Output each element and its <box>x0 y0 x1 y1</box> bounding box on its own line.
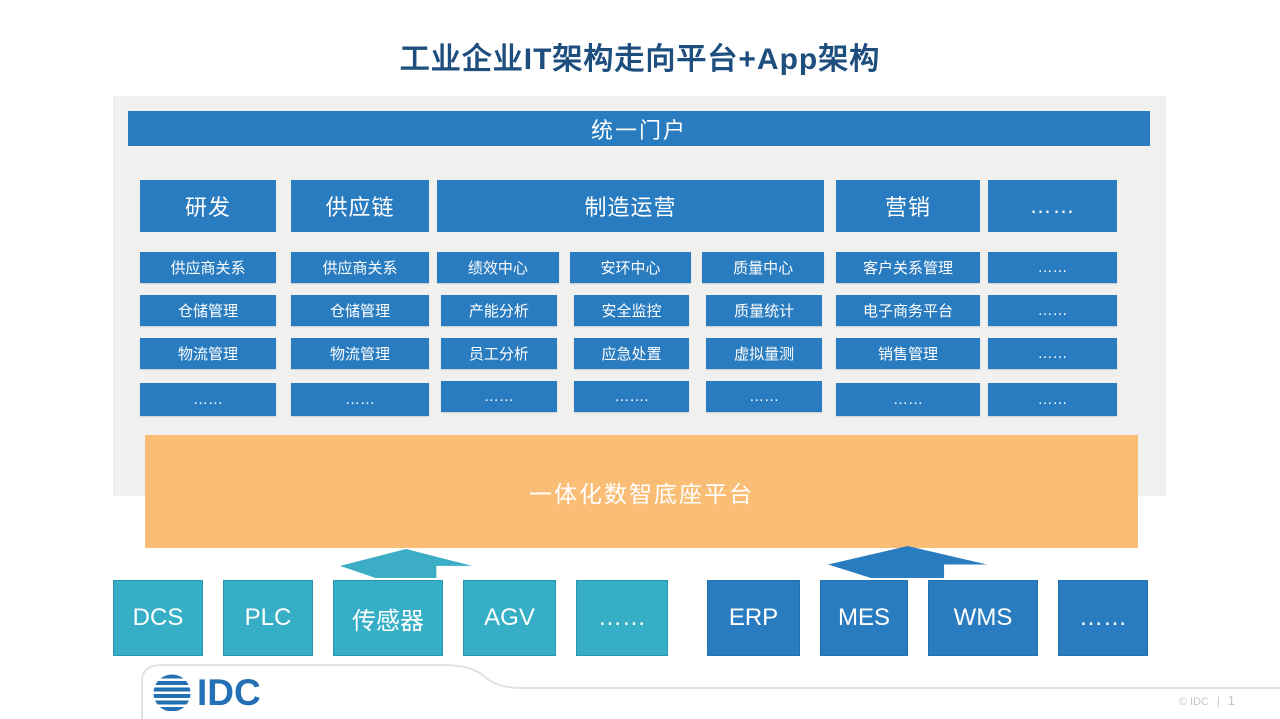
app-box: 产能分析 <box>441 295 557 326</box>
more-items: …… …… …… …… <box>988 252 1117 416</box>
idc-globe-icon <box>153 674 191 711</box>
system-row: DCS PLC 传感器 AGV …… ERP MES WMS …… <box>113 580 1148 656</box>
system-box-mes: MES <box>820 580 908 656</box>
copyright-divider: | <box>1216 696 1220 708</box>
app-box: 物流管理 <box>140 338 276 369</box>
app-box: 仓储管理 <box>140 295 276 326</box>
system-box-plc: PLC <box>223 580 313 656</box>
up-arrow-ot-icon <box>340 549 472 578</box>
column-marketing: 营销 客户关系管理 电子商务平台 销售管理 …… <box>836 180 980 416</box>
idc-logo-text: IDC <box>197 672 261 713</box>
platform-bar: 一体化数智底座平台 <box>145 435 1138 548</box>
system-box-agv: AGV <box>463 580 556 656</box>
app-box: 供应商关系 <box>140 252 276 283</box>
app-box: 质量中心 <box>702 252 825 283</box>
system-box-ot-more: …… <box>576 580 668 656</box>
slide-title: 工业企业IT架构走向平台+App架构 <box>399 43 881 76</box>
app-box: 电子商务平台 <box>836 295 980 326</box>
rd-items: 供应商关系 仓储管理 物流管理 …… <box>140 252 276 416</box>
system-box-wms: WMS <box>928 580 1038 656</box>
app-columns: 研发 供应商关系 仓储管理 物流管理 …… 供应链 供应商关系 仓储管理 物流管… <box>128 180 1150 424</box>
app-box-more: …… <box>140 383 276 416</box>
marketing-items: 客户关系管理 电子商务平台 销售管理 …… <box>836 252 980 416</box>
app-box: 客户关系管理 <box>836 252 980 283</box>
app-box-more: …… <box>988 295 1117 326</box>
idc-logo: IDC <box>152 672 261 714</box>
app-box: 应急处置 <box>573 338 690 369</box>
app-box: 绩效中心 <box>437 252 559 283</box>
app-box: 供应商关系 <box>291 252 429 283</box>
app-box-more: …… <box>441 381 557 412</box>
app-box-more: …… <box>988 252 1117 283</box>
unified-portal-bar: 统一门户 <box>128 111 1150 146</box>
column-supply-chain: 供应链 供应商关系 仓储管理 物流管理 …… <box>291 180 429 416</box>
system-box-sensor: 传感器 <box>333 580 443 656</box>
domain-header-marketing: 营销 <box>836 180 980 232</box>
app-box-more: …… <box>988 338 1117 369</box>
domain-header-rd: 研发 <box>140 180 276 232</box>
page-number: 1 <box>1227 693 1235 708</box>
app-box: 安全监控 <box>573 295 690 326</box>
app-box: 安环中心 <box>569 252 692 283</box>
app-box: 物流管理 <box>291 338 429 369</box>
column-manufacturing-ops: 制造运营 绩效中心 产能分析 员工分析 …… 安环中心 安全监控 应急处置 ……… <box>437 180 825 424</box>
system-box-erp: ERP <box>707 580 800 656</box>
app-box-more: ……. <box>573 381 690 412</box>
system-box-dcs: DCS <box>113 580 203 656</box>
supply-chain-items: 供应商关系 仓储管理 物流管理 …… <box>291 252 429 416</box>
subcolumn-safety-env: 安环中心 安全监控 应急处置 ……. <box>569 252 692 424</box>
domain-header-manufacturing-ops: 制造运营 <box>437 180 824 232</box>
subcolumn-quality: 质量中心 质量统计 虚拟量测 …… <box>702 252 825 424</box>
domain-header-supply-chain: 供应链 <box>291 180 429 232</box>
subcolumn-performance: 绩效中心 产能分析 员工分析 …… <box>437 252 559 424</box>
domain-header-more: …… <box>988 180 1117 232</box>
up-arrow-it-icon <box>828 546 987 578</box>
column-more: …… …… …… …… …… <box>988 180 1117 416</box>
system-box-it-more: …… <box>1058 580 1148 656</box>
app-box-more: …… <box>706 381 823 412</box>
copyright-text: © IDC | 1 <box>1179 693 1235 708</box>
manufacturing-subcolumns: 绩效中心 产能分析 员工分析 …… 安环中心 安全监控 应急处置 ……. 质量中… <box>437 252 825 424</box>
app-box: 虚拟量测 <box>706 338 823 369</box>
footer-swoosh-line <box>141 664 1280 719</box>
app-box-more: …… <box>988 383 1117 416</box>
copyright-label: © IDC <box>1178 696 1209 708</box>
app-box: 质量统计 <box>706 295 823 326</box>
app-box-more: …… <box>291 383 429 416</box>
app-box: 仓储管理 <box>291 295 429 326</box>
column-rd: 研发 供应商关系 仓储管理 物流管理 …… <box>140 180 276 416</box>
app-box: 销售管理 <box>836 338 980 369</box>
app-box-more: …… <box>836 383 980 416</box>
app-box: 员工分析 <box>441 338 557 369</box>
